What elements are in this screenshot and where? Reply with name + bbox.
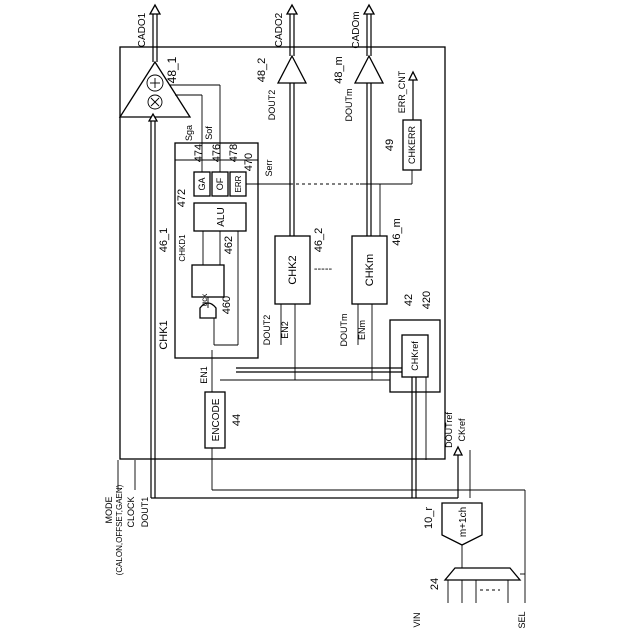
label-doutm-top: DOUTm bbox=[344, 89, 354, 122]
svg-text:DOUT2: DOUT2 bbox=[262, 315, 272, 346]
svg-text:476: 476 bbox=[211, 144, 223, 162]
svg-text:SEL: SEL bbox=[517, 611, 527, 628]
label-cadom: CADOm bbox=[351, 11, 362, 48]
svg-text:Sof: Sof bbox=[204, 126, 214, 140]
svg-text:462: 462 bbox=[223, 236, 235, 254]
svg-text:OF: OF bbox=[215, 177, 225, 190]
svg-text:ALU: ALU bbox=[216, 207, 227, 226]
svg-text:CKref: CKref bbox=[457, 418, 467, 442]
svg-text:-----: ----- bbox=[314, 263, 333, 275]
label-cado2: CADO2 bbox=[274, 12, 285, 47]
svg-text:Sga: Sga bbox=[184, 125, 194, 141]
svg-text:472: 472 bbox=[176, 189, 188, 207]
svg-text:46_2: 46_2 bbox=[313, 228, 325, 252]
svg-text:CHK2: CHK2 bbox=[287, 255, 299, 284]
svg-text:Serr: Serr bbox=[264, 159, 274, 176]
svg-text:ENm: ENm bbox=[357, 320, 367, 340]
svg-text:CHKm: CHKm bbox=[364, 254, 376, 286]
svg-text:DOUTref: DOUTref bbox=[444, 412, 454, 448]
mux-24 bbox=[445, 568, 520, 580]
svg-text:CHKD1: CHKD1 bbox=[178, 234, 187, 262]
chkd1-box bbox=[192, 265, 224, 297]
svg-text:460: 460 bbox=[221, 296, 233, 314]
svg-text:CHKref: CHKref bbox=[410, 341, 420, 371]
label-cado1: CADO1 bbox=[137, 12, 148, 47]
svg-text:470: 470 bbox=[243, 153, 255, 171]
svg-text:VIN: VIN bbox=[412, 612, 422, 627]
svg-text:ENCODE: ENCODE bbox=[211, 398, 222, 441]
svg-text:CHKERR: CHKERR bbox=[407, 126, 417, 165]
svg-text:DOUTm: DOUTm bbox=[339, 314, 349, 347]
svg-text:44: 44 bbox=[231, 414, 243, 426]
svg-text:474: 474 bbox=[193, 144, 205, 162]
svg-text:DOUT1: DOUT1 bbox=[140, 497, 150, 528]
svg-text:CHK1: CHK1 bbox=[158, 320, 170, 349]
svg-text:478: 478 bbox=[228, 144, 240, 162]
svg-text:46_m: 46_m bbox=[391, 218, 403, 246]
svg-text:46_1: 46_1 bbox=[158, 228, 170, 252]
svg-text:10_r: 10_r bbox=[423, 507, 435, 529]
label-err-cnt: ERR_CNT bbox=[397, 70, 407, 113]
label-49: 49 bbox=[384, 139, 396, 151]
svg-text:48_m: 48_m bbox=[333, 56, 345, 84]
svg-text:EN1: EN1 bbox=[199, 366, 209, 384]
svg-text:420: 420 bbox=[421, 291, 433, 309]
svg-text:42: 42 bbox=[403, 294, 415, 306]
svg-text:GA: GA bbox=[197, 177, 207, 190]
svg-text:CLOCK: CLOCK bbox=[126, 496, 136, 527]
svg-text:24: 24 bbox=[429, 578, 441, 590]
label-dout2-top: DOUT2 bbox=[267, 90, 277, 121]
svg-text:48_2: 48_2 bbox=[256, 58, 268, 82]
label-48-1: 48_1 bbox=[165, 56, 179, 83]
svg-text:MODE: MODE bbox=[104, 497, 114, 524]
svg-text:(CALON,OFFSET,GAEN): (CALON,OFFSET,GAEN) bbox=[115, 484, 124, 575]
svg-text:EN2: EN2 bbox=[280, 321, 290, 339]
svg-text:ERR: ERR bbox=[234, 175, 243, 192]
svg-text:m+1ch: m+1ch bbox=[458, 507, 469, 537]
